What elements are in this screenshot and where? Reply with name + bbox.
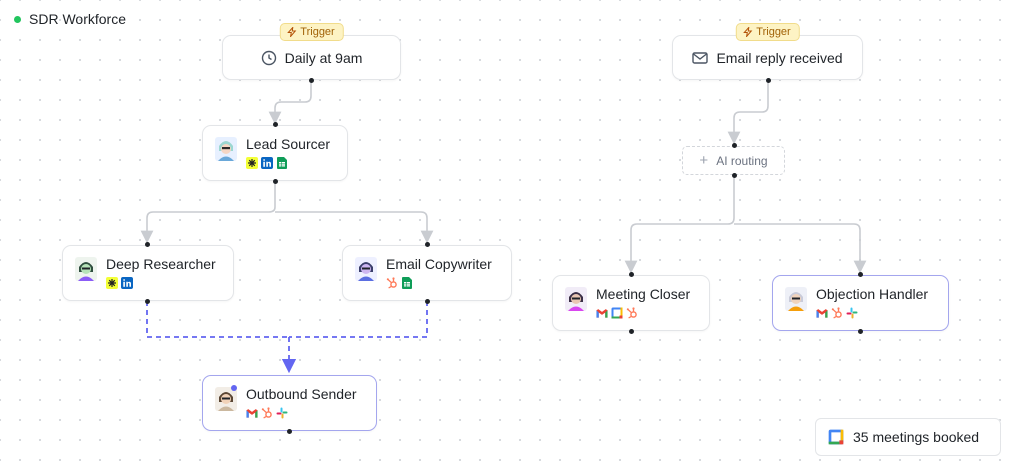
gmail-icon bbox=[246, 407, 258, 419]
sparkle-icon bbox=[246, 157, 258, 169]
edge-lead-deep-researcher bbox=[140, 181, 276, 244]
google-sheets-icon bbox=[401, 277, 413, 289]
linkedin-icon bbox=[121, 277, 133, 289]
meetings-booked-card[interactable]: 35 meetings booked bbox=[815, 418, 1001, 456]
slack-icon bbox=[846, 307, 858, 319]
notification-dot bbox=[231, 385, 237, 391]
slack-icon bbox=[276, 407, 288, 419]
agent-name: Email Copywriter bbox=[386, 256, 492, 272]
edge-lead-email-copywriter bbox=[275, 211, 434, 244]
google-sheets-icon bbox=[276, 157, 288, 169]
port[interactable] bbox=[629, 329, 634, 334]
avatar bbox=[565, 287, 587, 311]
avatar bbox=[355, 257, 377, 281]
agent-name: Deep Researcher bbox=[106, 256, 216, 272]
trigger-badge-label: Trigger bbox=[756, 26, 791, 38]
agent-name: Outbound Sender bbox=[246, 386, 357, 402]
agent-name: Objection Handler bbox=[816, 286, 929, 302]
agent-node-deep-researcher[interactable]: Deep Researcher bbox=[62, 245, 234, 301]
edge-deep-researcher-outbound bbox=[146, 301, 289, 338]
agent-name: Lead Sourcer bbox=[246, 136, 331, 152]
trigger-badge: Trigger bbox=[735, 23, 800, 41]
agent-name: Meeting Closer bbox=[596, 286, 691, 302]
port[interactable] bbox=[425, 242, 430, 247]
hubspot-icon bbox=[626, 307, 638, 319]
status-dot bbox=[14, 15, 21, 23]
edge-trigger-routing bbox=[727, 80, 769, 145]
port[interactable] bbox=[273, 179, 278, 184]
avatar bbox=[215, 387, 237, 411]
port[interactable] bbox=[287, 429, 292, 434]
port[interactable] bbox=[858, 329, 863, 334]
google-calendar-icon bbox=[828, 429, 844, 445]
avatar bbox=[785, 287, 807, 311]
trigger-node-daily[interactable]: Trigger Daily at 9am bbox=[222, 23, 401, 80]
edge-routing-meeting-closer bbox=[624, 175, 735, 274]
agent-node-meeting-closer[interactable]: Meeting Closer bbox=[552, 275, 710, 331]
port[interactable] bbox=[273, 122, 278, 127]
hubspot-icon bbox=[386, 277, 398, 289]
lightning-icon bbox=[742, 27, 752, 37]
edge-trigger-lead-sourcer bbox=[268, 80, 312, 125]
clock-icon bbox=[261, 50, 276, 65]
hubspot-icon bbox=[831, 307, 843, 319]
trigger-badge-label: Trigger bbox=[300, 26, 335, 38]
meetings-count-label: 35 meetings booked bbox=[853, 429, 980, 445]
ai-routing-node[interactable]: + AI routing bbox=[682, 146, 785, 175]
routing-label: AI routing bbox=[716, 153, 768, 168]
trigger-label: Daily at 9am bbox=[284, 49, 363, 66]
port[interactable] bbox=[309, 78, 314, 83]
plus-icon: + bbox=[699, 152, 709, 169]
sparkle-icon bbox=[106, 277, 118, 289]
avatar bbox=[215, 137, 237, 161]
port[interactable] bbox=[732, 143, 737, 148]
port[interactable] bbox=[629, 272, 634, 277]
trigger-badge: Trigger bbox=[279, 23, 344, 41]
hubspot-icon bbox=[261, 407, 273, 419]
workspace-name: SDR Workforce bbox=[29, 11, 126, 27]
trigger-label: Email reply received bbox=[716, 49, 843, 66]
google-calendar-icon bbox=[611, 307, 623, 319]
agent-node-email-copywriter[interactable]: Email Copywriter bbox=[342, 245, 512, 301]
gmail-icon bbox=[596, 307, 608, 319]
linkedin-icon bbox=[261, 157, 273, 169]
trigger-node-email-reply[interactable]: Trigger Email reply received bbox=[672, 23, 863, 80]
port[interactable] bbox=[766, 78, 771, 83]
lightning-icon bbox=[286, 27, 296, 37]
workspace-title: SDR Workforce bbox=[14, 11, 126, 27]
agent-node-lead-sourcer[interactable]: Lead Sourcer bbox=[202, 125, 348, 181]
port[interactable] bbox=[732, 173, 737, 178]
avatar bbox=[75, 257, 97, 281]
agent-node-outbound-sender[interactable]: Outbound Sender bbox=[202, 375, 377, 431]
port[interactable] bbox=[145, 299, 150, 304]
port[interactable] bbox=[425, 299, 430, 304]
port[interactable] bbox=[858, 272, 863, 277]
edge-routing-objection-handler bbox=[734, 223, 867, 274]
port[interactable] bbox=[145, 242, 150, 247]
edge-email-copywriter-outbound bbox=[289, 301, 428, 338]
gmail-icon bbox=[816, 307, 828, 319]
mail-icon bbox=[692, 51, 709, 64]
agent-node-objection-handler[interactable]: Objection Handler bbox=[772, 275, 949, 331]
